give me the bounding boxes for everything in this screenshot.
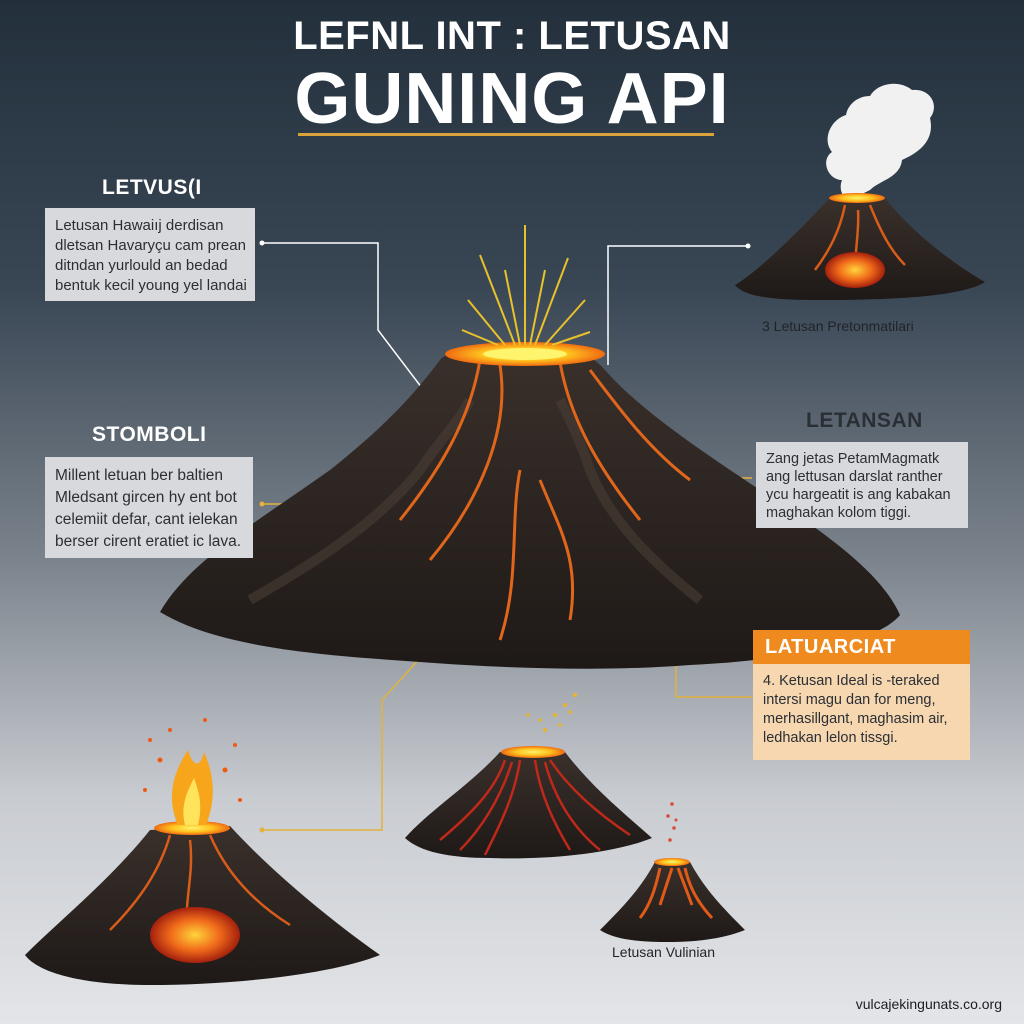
main-volcano (160, 225, 900, 669)
caption-top-right: 3 Letusan Pretonmatilari (762, 318, 914, 334)
panel-line: ditndan yurlould an bedad (55, 257, 228, 274)
heading-top-left: LETVUS(I (102, 176, 202, 199)
caption-bottom-center: Letusan Vulinian (612, 944, 716, 960)
panel-line: ledhakan lelon tissgi. (763, 730, 898, 746)
title-divider (298, 133, 714, 136)
spark-particles (526, 693, 577, 732)
heading-mid-left: STOMBOLI (92, 423, 207, 446)
panel-line: ycu hargeatit is ang kabakan (766, 487, 951, 503)
panel-line: bentuk kecil young yel landai (55, 277, 247, 294)
connector-dot (259, 240, 265, 246)
connector-bottom (262, 657, 421, 831)
page-title: GUNING API (294, 59, 730, 139)
heading-lower-right: LATUARCIAT (753, 630, 970, 664)
panel-line: maghakan kolom tiggi. (766, 505, 912, 521)
panel-line: Mledsant gircen hy ent bot (55, 489, 237, 506)
lava-volcano (405, 693, 652, 859)
fire-volcano (25, 718, 380, 985)
panel-line: berser cirent eratiet ic lava. (55, 533, 242, 550)
panel-lower-right: 4. Ketusan Ideal is -teraked intersi mag… (753, 664, 970, 760)
connector-lines (262, 242, 748, 389)
panel-line: dletsan Havaryçu cam prean (55, 237, 246, 254)
connector-dot (259, 501, 265, 507)
small-volcano (600, 802, 745, 942)
panel-line: Millent letuan ber baltien (55, 467, 224, 484)
footer-source: vulcajekingunats.co.org (855, 996, 1002, 1012)
panel-line: Zang jetas PetamMagmatk (766, 451, 940, 467)
connector-top-right (607, 245, 748, 365)
panel-mid-right: Zang jetas PetamMagmatk ang lettusan dar… (756, 442, 968, 528)
smoke-particles (666, 802, 678, 842)
panel-line: 4. Ketusan Ideal is -teraked (763, 673, 940, 689)
spark-burst (461, 225, 591, 346)
panel-line: ang lettusan darslat ranther (766, 469, 943, 485)
smoke-volcano (735, 83, 985, 300)
panel-line: intersi magu dan for meng, (763, 692, 936, 708)
panel-line: merhasillgant, maghasim air, (763, 711, 948, 727)
connector-dot (745, 243, 751, 249)
heading-mid-right: LETANSAN (806, 409, 923, 432)
ember-particles (143, 718, 242, 802)
connector-dot (259, 827, 265, 833)
connector-top-left (262, 242, 423, 389)
title-top-line: LEFNL INT : LETUSAN (293, 14, 731, 58)
panel-line: celemiit defar, cant ielekan (55, 511, 238, 528)
panel-line: Letusan Hawaiıj derdisan (55, 217, 224, 234)
panel-mid-left: Millent letuan ber baltien Mledsant girc… (45, 457, 253, 558)
panel-top-left: Letusan Hawaiıj derdisan dletsan Havaryç… (45, 208, 255, 301)
